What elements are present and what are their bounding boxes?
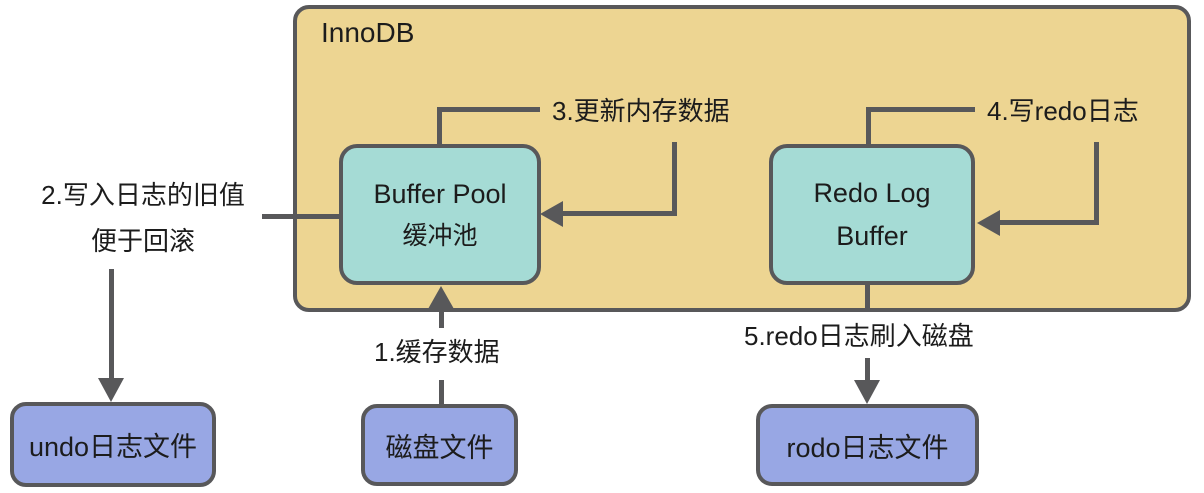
connector-step1-lower-vertical	[439, 380, 444, 405]
innodb-title: InnoDB	[321, 17, 415, 48]
redo-log-file-node: rodo日志文件	[756, 404, 979, 486]
annotation-step1: 1.缓存数据	[374, 337, 500, 367]
buffer-pool-label-en: Buffer Pool	[373, 179, 507, 209]
annotation-step4: 4.写redo日志	[987, 96, 1139, 126]
buffer-pool-label-zh: 缓冲池	[402, 222, 478, 250]
redo-log-buffer-label-line1: Redo Log	[813, 178, 931, 208]
arrowhead-into-buffer-pool-bottom-icon	[428, 286, 454, 309]
redo-log-buffer-node: Redo Log Buffer	[769, 144, 975, 285]
disk-file-label: 磁盘文件	[385, 432, 494, 463]
connector-step3-elbow-vertical	[437, 107, 442, 147]
connector-step4-drop-horizontal	[1000, 220, 1099, 225]
arrowhead-into-undo-file-icon	[98, 378, 124, 402]
annotation-step2-line1: 2.写入日志的旧值	[41, 180, 245, 210]
arrowhead-into-redo-log-buffer-icon	[977, 210, 1000, 236]
arrowhead-into-rodo-file-icon	[854, 380, 880, 404]
connector-step3-drop-horizontal	[562, 211, 677, 216]
annotation-step5: 5.redo日志刷入磁盘	[744, 321, 974, 351]
annotation-step2: 2.写入日志的旧值 便于回滚	[30, 172, 256, 264]
redo-log-buffer-label-line2: Buffer	[836, 221, 908, 251]
undo-log-file-label: undo日志文件	[28, 432, 198, 462]
disk-file-node: 磁盘文件	[361, 404, 518, 486]
connector-step4-elbow-vertical	[866, 107, 871, 147]
connector-step5-upper-vertical	[865, 282, 870, 312]
redo-log-file-label: rodo日志文件	[786, 432, 949, 463]
connector-step3-elbow-horizontal	[437, 107, 540, 112]
connector-step3-drop-vertical	[672, 142, 677, 216]
connector-step2-horizontal	[262, 214, 340, 219]
arrowhead-into-buffer-pool-icon	[540, 201, 563, 227]
undo-log-file-node: undo日志文件	[10, 402, 216, 487]
connector-step4-elbow-horizontal	[866, 107, 975, 112]
buffer-pool-node: Buffer Pool 缓冲池	[339, 144, 541, 285]
annotation-step3: 3.更新内存数据	[552, 96, 730, 126]
connector-step4-drop-vertical	[1094, 142, 1099, 225]
connector-step2-vertical	[109, 269, 114, 379]
connector-step1-upper-vertical	[439, 305, 444, 328]
annotation-step2-line2: 便于回滚	[90, 226, 195, 256]
connector-step5-lower-vertical	[865, 358, 870, 382]
